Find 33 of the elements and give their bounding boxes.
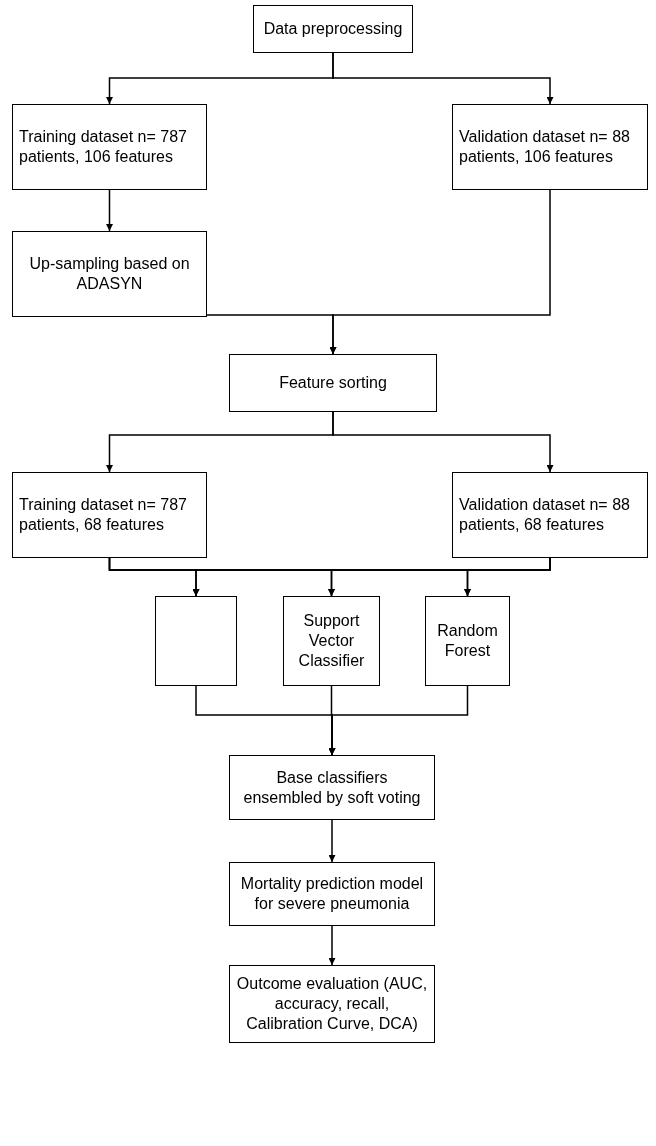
arrow — [332, 52, 554, 105]
process-box — [452, 104, 648, 190]
arrow — [328, 685, 469, 756]
box-label: Feature sorting — [279, 373, 387, 393]
arrow — [332, 411, 554, 473]
process-box — [12, 472, 207, 558]
box-label: Training dataset n= 787 patients, 68 features — [19, 495, 188, 535]
arrow — [328, 925, 336, 966]
box-label: Data preprocessing — [263, 19, 403, 39]
arrow — [329, 189, 551, 355]
process-box — [253, 5, 413, 53]
arrow — [328, 819, 336, 863]
process-box — [452, 472, 648, 558]
process-box — [229, 862, 435, 926]
process-box — [12, 104, 207, 190]
box-label: Validation dataset n= 88 patients, 106 features — [459, 127, 631, 167]
box-label: Training dataset n= 787 patients, 106 features — [19, 127, 188, 167]
process-box — [229, 755, 435, 820]
process-box — [283, 596, 380, 686]
process-box — [12, 231, 207, 317]
box-label: Outcome evaluation (AUC, accuracy, recall, Calibration Curve, DCA) — [236, 974, 428, 1034]
arrow — [106, 189, 113, 232]
box-label: Mortality prediction model for severe pneumonia — [239, 874, 425, 914]
box-label: Base classifiers ensembled by soft voting — [242, 767, 422, 808]
process-box — [229, 354, 437, 412]
process-box — [425, 596, 510, 686]
arrow — [464, 557, 551, 597]
box-label: Validation dataset n= 88 patients, 68 features — [459, 495, 631, 535]
box-label: Support Vector Classifier — [297, 611, 366, 671]
process-box — [155, 596, 237, 686]
box-label: Random Forest — [436, 621, 499, 661]
box-label: Up-sampling based on ADASYN — [28, 254, 191, 294]
process-box — [229, 965, 435, 1043]
